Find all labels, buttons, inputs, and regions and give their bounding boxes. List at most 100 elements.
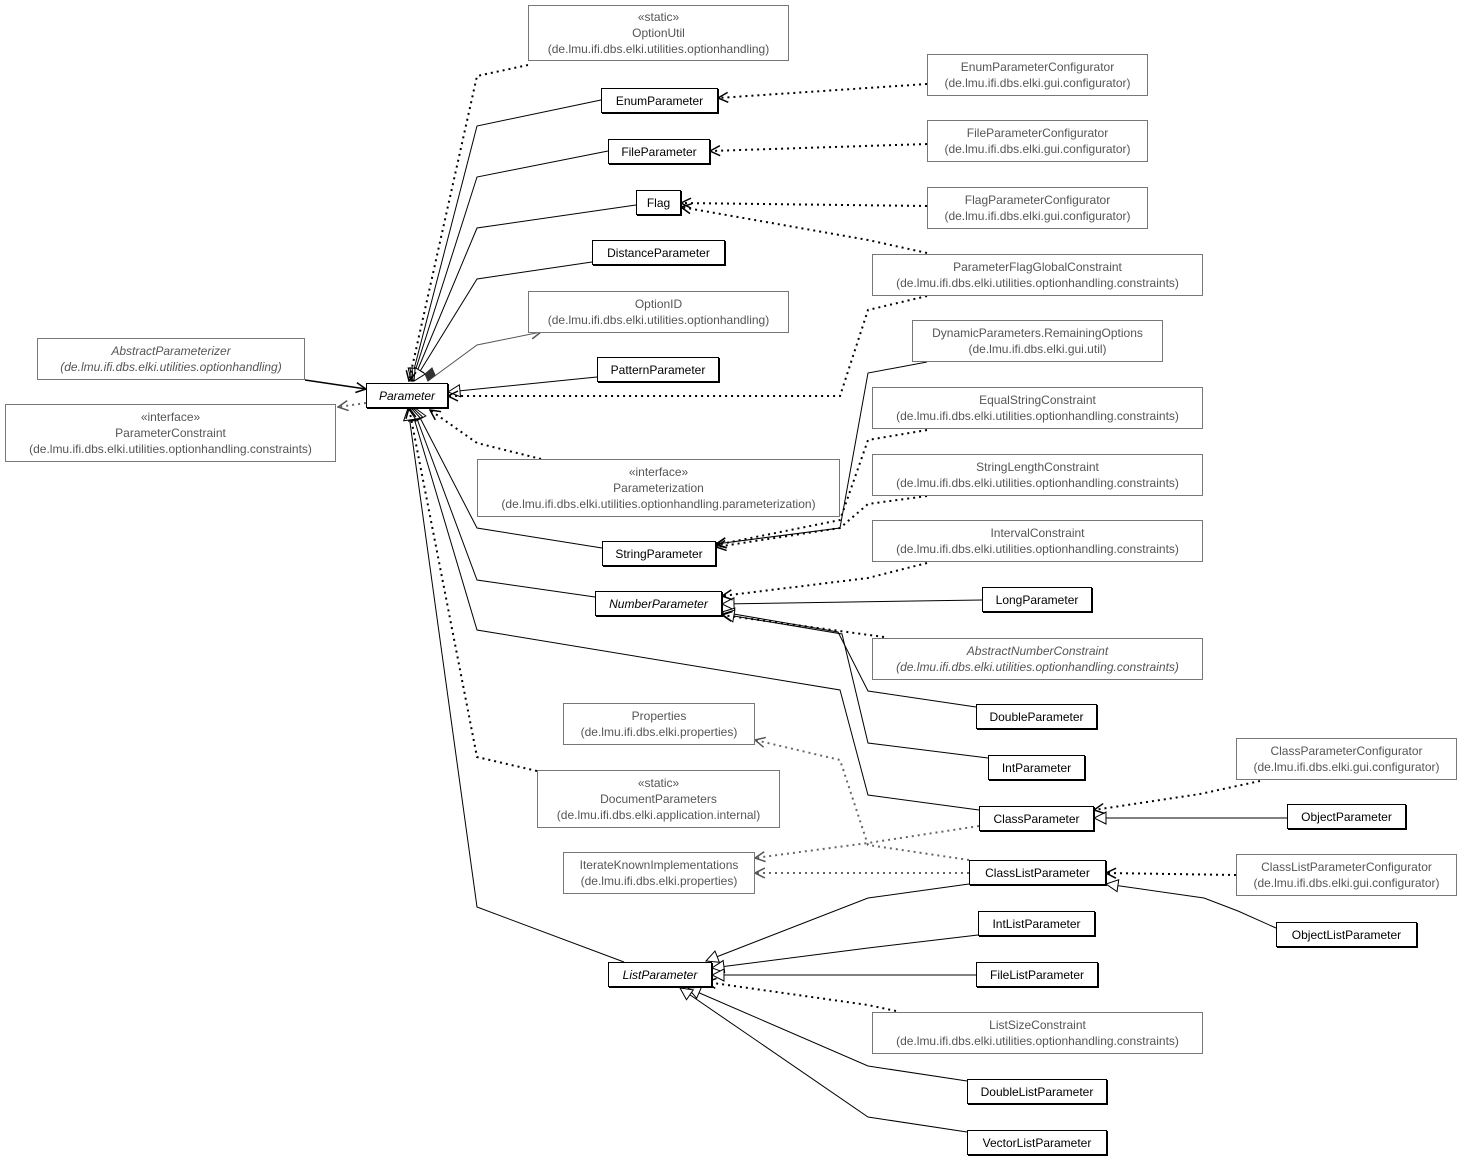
node-classparameter[interactable]: ClassParameter	[979, 806, 1094, 831]
node-classlistparameterconfigurator[interactable]: ClassListParameterConfigurator (de.lmu.i…	[1236, 854, 1457, 896]
node-dynamicparameters-remainingoptions[interactable]: DynamicParameters.RemainingOptions (de.l…	[912, 320, 1163, 362]
node-vectorlistparameter[interactable]: VectorListParameter	[967, 1130, 1107, 1155]
edge-interval-numberparameter	[722, 562, 928, 596]
edge-objectlistparameter-classlistparameter	[1106, 884, 1277, 929]
node-parameterflagglobalconstraint[interactable]: ParameterFlagGlobalConstraint (de.lmu.if…	[872, 254, 1203, 296]
node-intervalconstraint[interactable]: IntervalConstraint (de.lmu.ifi.dbs.elki.…	[872, 520, 1203, 562]
edge-parameter-optionid	[427, 332, 541, 382]
node-abstractparameterizer-package: (de.lmu.ifi.dbs.elki.utilities.optionhan…	[60, 360, 282, 374]
node-filelistparameter[interactable]: FileListParameter	[976, 962, 1098, 987]
edge-intlistparameter-listparameter	[712, 934, 979, 968]
edge-distanceparameter-parameter	[414, 261, 593, 381]
node-objectlistparameter-name: ObjectListParameter	[1291, 927, 1402, 942]
node-enumparameter[interactable]: EnumParameter	[601, 88, 718, 113]
node-flagparameterconfigurator-name: FlagParameterConfigurator	[964, 193, 1111, 207]
node-dynamicparameters-remainingoptions-package: (de.lmu.ifi.dbs.elki.gui.util)	[968, 342, 1107, 356]
node-stringlengthconstraint-name: StringLengthConstraint	[976, 460, 1099, 474]
edge-listsize-listparameter	[706, 982, 897, 1012]
node-documentparameters[interactable]: «static» DocumentParameters (de.lmu.ifi.…	[537, 770, 780, 828]
node-fileparameterconfigurator[interactable]: FileParameterConfigurator (de.lmu.ifi.db…	[927, 120, 1148, 162]
generalization-edges	[408, 99, 1287, 1133]
node-intparameter[interactable]: IntParameter	[988, 755, 1085, 780]
node-enumparameter-name: EnumParameter	[615, 93, 704, 108]
node-documentparameters-package: (de.lmu.ifi.dbs.elki.application.interna…	[556, 808, 761, 822]
node-enumparameterconfigurator-name: EnumParameterConfigurator	[960, 60, 1115, 74]
dependency-edges	[409, 64, 1261, 1012]
node-stringlengthconstraint[interactable]: StringLengthConstraint (de.lmu.ifi.dbs.e…	[872, 454, 1203, 496]
node-optionutil-package: (de.lmu.ifi.dbs.elki.utilities.optionhan…	[547, 42, 770, 56]
node-longparameter[interactable]: LongParameter	[982, 587, 1092, 612]
node-doubleparameter-name: DoubleParameter	[989, 709, 1084, 724]
node-intparameter-name: IntParameter	[1001, 760, 1072, 775]
node-doublelistparameter[interactable]: DoubleListParameter	[967, 1079, 1107, 1104]
node-parameterconstraint-stereotype: «interface»	[140, 410, 201, 424]
node-equalstringconstraint[interactable]: EqualStringConstraint (de.lmu.ifi.dbs.el…	[872, 387, 1203, 429]
edge-flagglobal-parameter	[448, 295, 928, 396]
node-parameterization-name: Parameterization	[613, 481, 704, 495]
node-abstractparameterizer[interactable]: AbstractParameterizer (de.lmu.ifi.dbs.el…	[37, 338, 305, 380]
node-iterateknownimplementations[interactable]: IterateKnownImplementations (de.lmu.ifi.…	[563, 852, 755, 894]
edge-equalstring-stringparameter	[716, 429, 928, 545]
edge-fileparameter-parameter	[412, 150, 609, 381]
node-flagparameterconfigurator[interactable]: FlagParameterConfigurator (de.lmu.ifi.db…	[927, 187, 1148, 229]
node-classlistparameter[interactable]: ClassListParameter	[969, 860, 1106, 885]
node-properties-name: Properties	[631, 709, 687, 723]
composition-diamond	[424, 367, 436, 382]
node-listparameter[interactable]: ListParameter	[608, 962, 712, 987]
node-stringparameter[interactable]: StringParameter	[602, 541, 716, 566]
node-numberparameter[interactable]: NumberParameter	[595, 591, 722, 616]
edge-flagglobal-flag	[681, 207, 928, 254]
node-classparameter-name: ClassParameter	[993, 811, 1080, 826]
node-optionid[interactable]: OptionID (de.lmu.ifi.dbs.elki.utilities.…	[528, 291, 789, 333]
node-optionutil-name: OptionUtil	[632, 26, 685, 40]
edge-doubleparameter-numberparameter	[722, 612, 977, 708]
edge-stringparameter-parameter	[415, 408, 603, 549]
node-abstractnumberconstraint[interactable]: AbstractNumberConstraint (de.lmu.ifi.dbs…	[872, 638, 1203, 680]
node-objectlistparameter[interactable]: ObjectListParameter	[1276, 922, 1417, 947]
node-parameterconstraint-name: ParameterConstraint	[115, 426, 226, 440]
node-distanceparameter[interactable]: DistanceParameter	[592, 240, 725, 265]
node-intervalconstraint-package: (de.lmu.ifi.dbs.elki.utilities.optionhan…	[896, 542, 1179, 556]
edge-abstractparameterizer-parameter	[304, 379, 366, 389]
node-parameterflagglobalconstraint-package: (de.lmu.ifi.dbs.elki.utilities.optionhan…	[896, 276, 1179, 290]
edge-classlistparameter-listparameter	[706, 883, 970, 961]
node-listsizeconstraint-package: (de.lmu.ifi.dbs.elki.utilities.optionhan…	[896, 1034, 1179, 1048]
node-numberparameter-name: NumberParameter	[609, 596, 708, 611]
edge-enumcfg-enumparameter	[718, 83, 928, 98]
node-objectparameter[interactable]: ObjectParameter	[1287, 804, 1406, 829]
node-distanceparameter-name: DistanceParameter	[607, 245, 710, 260]
node-documentparameters-name: DocumentParameters	[600, 792, 717, 806]
node-optionutil[interactable]: «static» OptionUtil (de.lmu.ifi.dbs.elki…	[528, 5, 789, 61]
node-parameterization-stereotype: «interface»	[628, 465, 689, 479]
edge-parameterization-parameter	[430, 410, 542, 460]
node-equalstringconstraint-package: (de.lmu.ifi.dbs.elki.utilities.optionhan…	[896, 409, 1179, 423]
node-intervalconstraint-name: IntervalConstraint	[990, 526, 1085, 540]
node-documentparameters-stereotype: «static»	[637, 776, 680, 790]
node-parameterization[interactable]: «interface» Parameterization (de.lmu.ifi…	[477, 459, 840, 517]
edge-flag-parameter	[413, 204, 637, 381]
node-optionid-name: OptionID	[634, 297, 683, 311]
node-iterateknownimplementations-package: (de.lmu.ifi.dbs.elki.properties)	[580, 874, 738, 888]
edge-classparameter-iterateknown	[755, 825, 980, 858]
node-parameter[interactable]: Parameter	[366, 383, 448, 408]
edge-longparameter-numberparameter	[722, 600, 983, 604]
node-doubleparameter[interactable]: DoubleParameter	[976, 704, 1097, 729]
node-patternparameter[interactable]: PatternParameter	[597, 357, 719, 382]
node-fileparameterconfigurator-name: FileParameterConfigurator	[966, 126, 1109, 140]
node-properties[interactable]: Properties (de.lmu.ifi.dbs.elki.properti…	[563, 703, 755, 745]
node-parameterconstraint[interactable]: «interface» ParameterConstraint (de.lmu.…	[5, 404, 336, 462]
node-fileparameter[interactable]: FileParameter	[608, 139, 710, 164]
node-enumparameterconfigurator[interactable]: EnumParameterConfigurator (de.lmu.ifi.db…	[927, 54, 1148, 96]
node-classparameterconfigurator[interactable]: ClassParameterConfigurator (de.lmu.ifi.d…	[1236, 738, 1457, 780]
node-listsizeconstraint[interactable]: ListSizeConstraint (de.lmu.ifi.dbs.elki.…	[872, 1012, 1203, 1054]
node-flag[interactable]: Flag	[636, 190, 681, 215]
node-vectorlistparameter-name: VectorListParameter	[982, 1135, 1092, 1150]
node-parameter-name: Parameter	[378, 388, 436, 403]
node-fileparameter-name: FileParameter	[621, 144, 697, 159]
node-intlistparameter[interactable]: IntListParameter	[978, 911, 1095, 936]
edge-filecfg-fileparameter	[710, 143, 928, 151]
node-dynamicparameters-remainingoptions-name: DynamicParameters.RemainingOptions	[932, 326, 1143, 340]
edge-intparameter-numberparameter	[722, 614, 989, 759]
node-stringparameter-name: StringParameter	[615, 546, 703, 561]
